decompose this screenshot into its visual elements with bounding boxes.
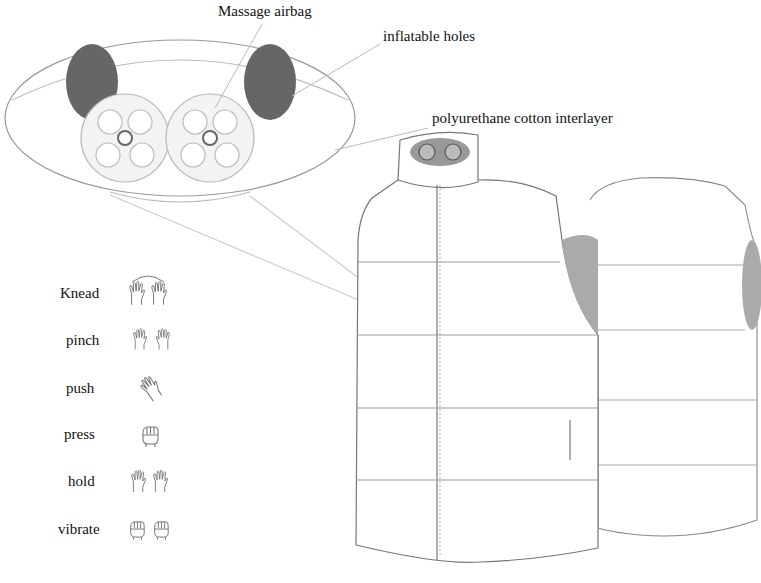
- massage-mode-label: push: [66, 379, 94, 397]
- massage-mode-label: pinch: [66, 331, 99, 349]
- part-label: Massage airbag: [218, 2, 312, 20]
- vest-back: [590, 178, 761, 536]
- part-label: inflatable holes: [383, 27, 475, 45]
- part-label: polyurethane cotton interlayer: [432, 109, 613, 127]
- massage-mode-label: vibrate: [58, 520, 100, 538]
- massage-mode-icons: [130, 276, 170, 540]
- massage-mode-label: press: [64, 425, 95, 443]
- massage-mode-label: Knead: [60, 284, 99, 302]
- massage-mode-label: hold: [68, 472, 95, 490]
- vest-front: [356, 132, 598, 562]
